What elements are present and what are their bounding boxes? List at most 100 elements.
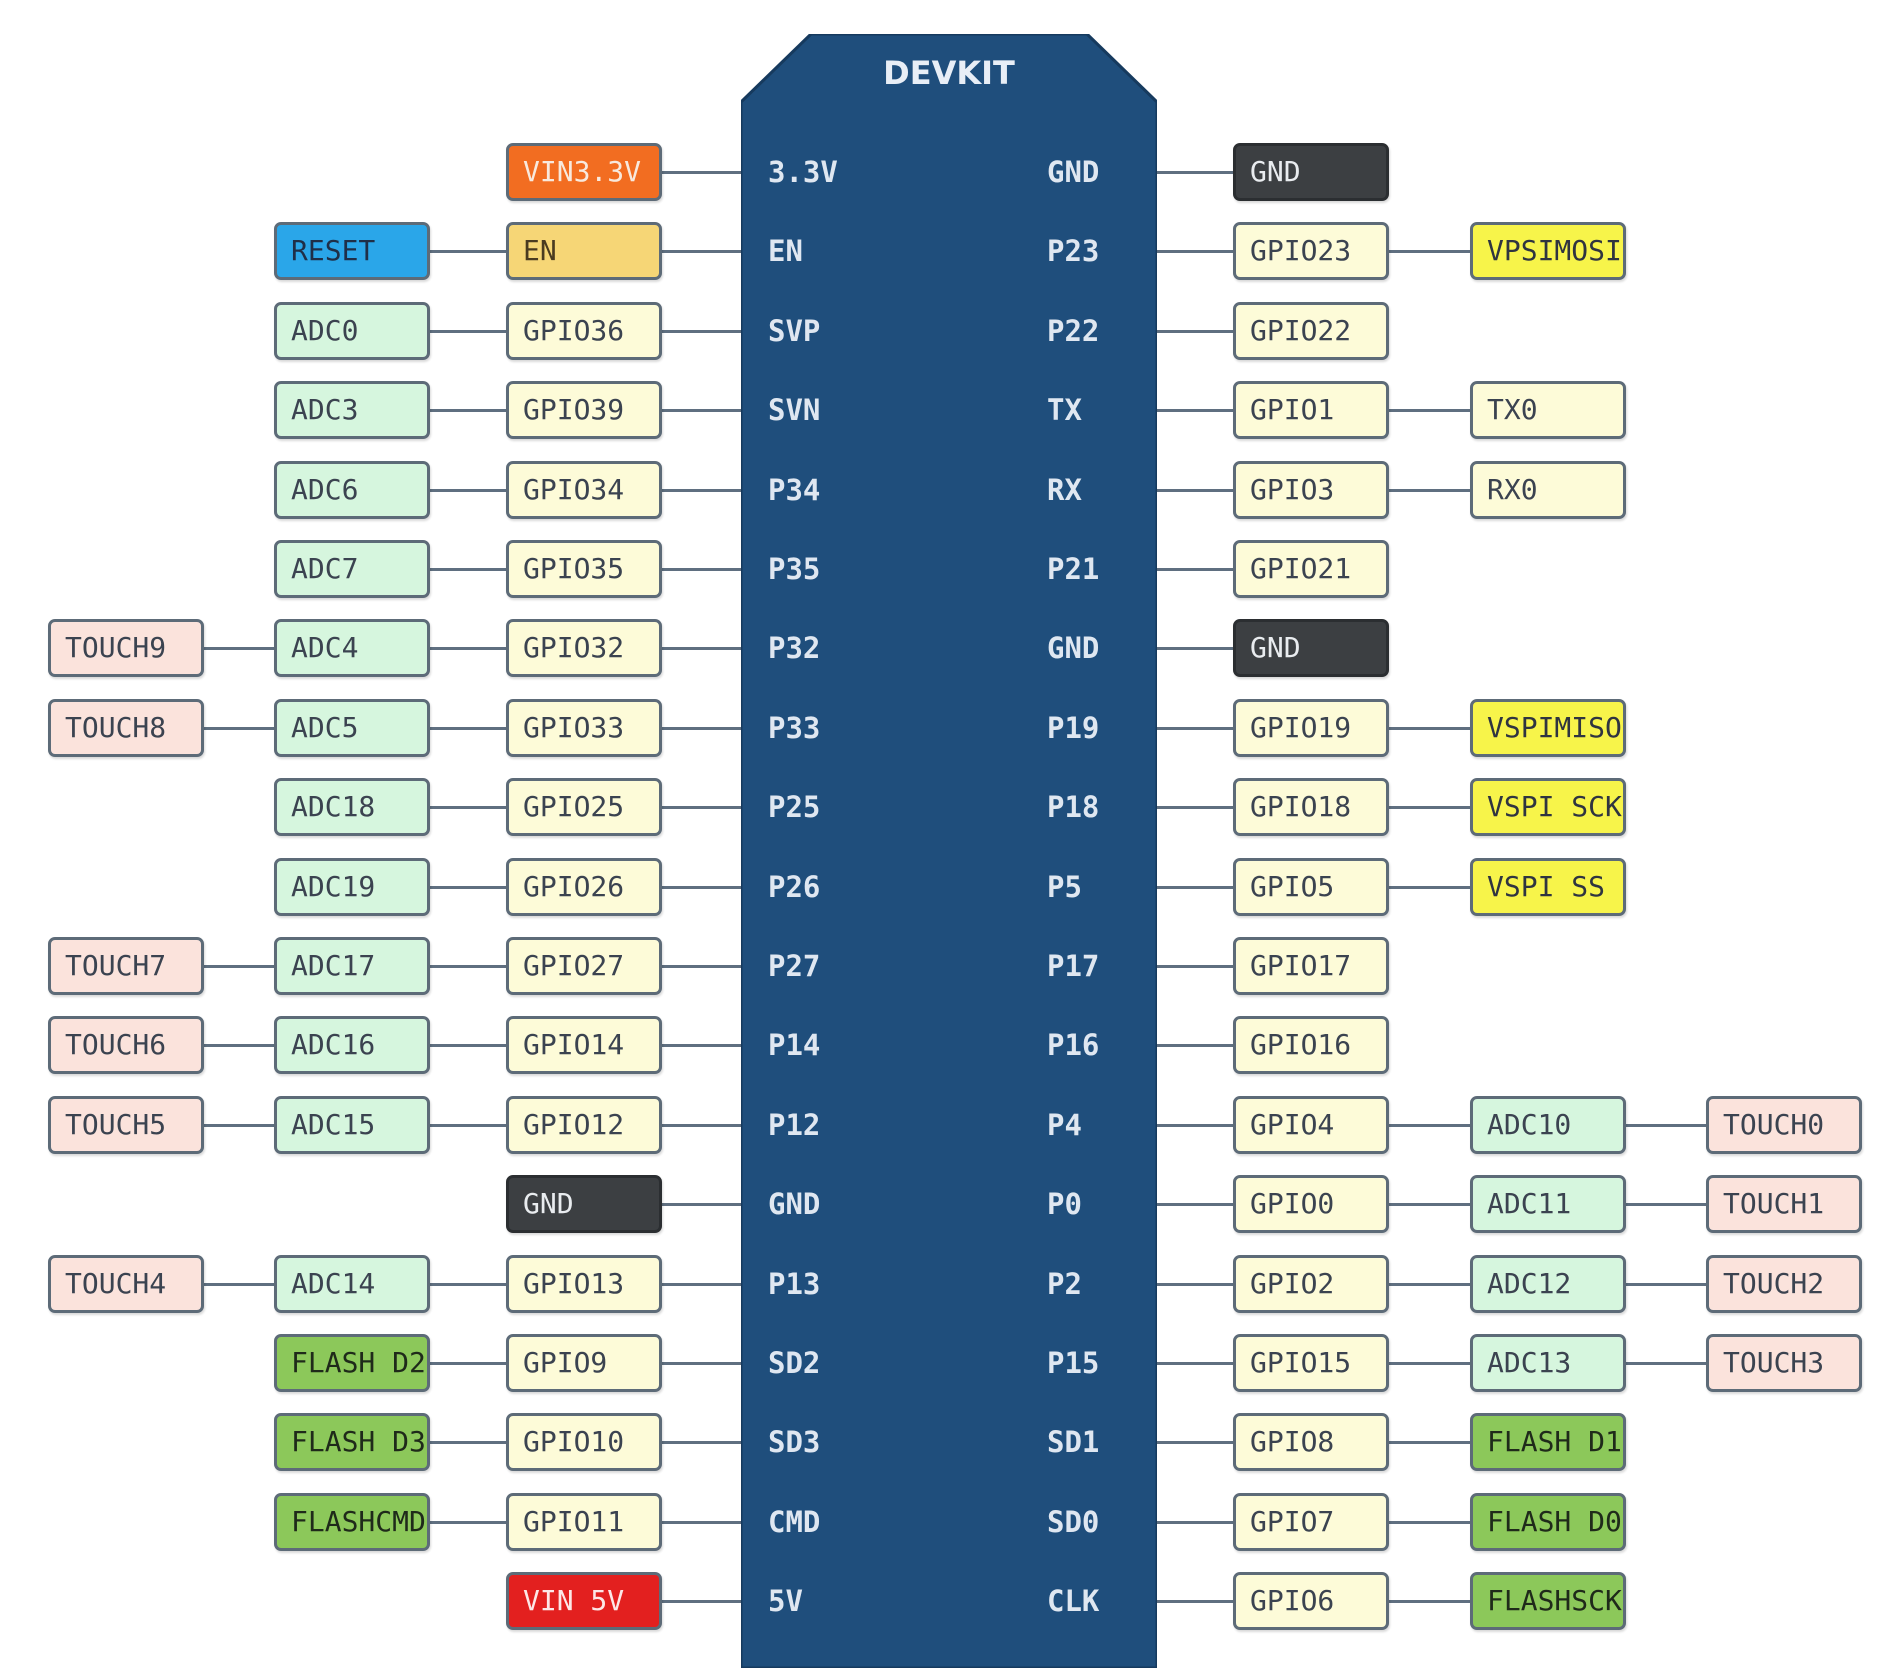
pin-label-adc14: ADC14 — [274, 1255, 430, 1313]
chip-pin-left-p13: P13 — [768, 1267, 821, 1301]
chip-pin-left-p12: P12 — [768, 1108, 821, 1142]
chip-pin-right-p5: P5 — [1047, 870, 1082, 904]
chip-pin-right-gnd: GND — [1047, 631, 1100, 665]
pin-label-gpio11: GPIO11 — [506, 1493, 662, 1551]
pin-label-gpio17: GPIO17 — [1233, 937, 1389, 995]
pin-label-gpio34: GPIO34 — [506, 461, 662, 519]
pin-label-gpio32: GPIO32 — [506, 619, 662, 677]
pin-label-touch2: TOUCH2 — [1706, 1255, 1862, 1313]
pin-label-touch8: TOUCH8 — [48, 699, 204, 757]
pin-label-gnd: GND — [506, 1175, 662, 1233]
chip-pin-right-p23: P23 — [1047, 234, 1100, 268]
pin-label-gpio12: GPIO12 — [506, 1096, 662, 1154]
pin-label-gpio19: GPIO19 — [1233, 699, 1389, 757]
devkit-board-body — [741, 34, 1157, 1668]
pin-label-adc16: ADC16 — [274, 1016, 430, 1074]
pin-label-adc0: ADC0 — [274, 302, 430, 360]
pin-label-reset: RESET — [274, 222, 430, 280]
pin-label-gpio27: GPIO27 — [506, 937, 662, 995]
chip-pin-left-p32: P32 — [768, 631, 821, 665]
pin-label-gnd: GND — [1233, 619, 1389, 677]
connector-line-right-6 — [1157, 647, 1233, 650]
pin-label-touch9: TOUCH9 — [48, 619, 204, 677]
connector-line-left-18 — [662, 1600, 741, 1603]
chip-pin-right-p21: P21 — [1047, 552, 1100, 586]
connector-line-left-0 — [662, 171, 741, 174]
pin-label-touch0: TOUCH0 — [1706, 1096, 1862, 1154]
chip-pin-right-sd0: SD0 — [1047, 1505, 1100, 1539]
pin-label-gpio16: GPIO16 — [1233, 1016, 1389, 1074]
pin-label-tx0: TX0 — [1470, 381, 1626, 439]
pin-label-gpio4: GPIO4 — [1233, 1096, 1389, 1154]
chip-pin-left-sd2: SD2 — [768, 1346, 821, 1380]
pin-label-gnd: GND — [1233, 143, 1389, 201]
pin-label-adc5: ADC5 — [274, 699, 430, 757]
chip-pin-left-svp: SVP — [768, 314, 821, 348]
chip-pin-left-svn: SVN — [768, 393, 821, 427]
chip-pin-right-sd1: SD1 — [1047, 1425, 1100, 1459]
pin-label-touch4: TOUCH4 — [48, 1255, 204, 1313]
pin-label-gpio8: GPIO8 — [1233, 1413, 1389, 1471]
pin-label-vpsimosi: VPSIMOSI — [1470, 222, 1626, 280]
chip-pin-right-p18: P18 — [1047, 790, 1100, 824]
pin-label-flashcmd: FLASHCMD — [274, 1493, 430, 1551]
connector-line-left-12 — [204, 1124, 741, 1127]
pin-label-gpio23: GPIO23 — [1233, 222, 1389, 280]
pin-label-adc17: ADC17 — [274, 937, 430, 995]
connector-line-right-15 — [1157, 1362, 1706, 1365]
chip-pin-left-p25: P25 — [768, 790, 821, 824]
pin-label-flash-d1: FLASH D1 — [1470, 1413, 1626, 1471]
pin-label-adc11: ADC11 — [1470, 1175, 1626, 1233]
pin-label-adc18: ADC18 — [274, 778, 430, 836]
chip-pin-left-p33: P33 — [768, 711, 821, 745]
chip-pin-right-p0: P0 — [1047, 1187, 1082, 1221]
chip-pin-left-p35: P35 — [768, 552, 821, 586]
pin-label-gpio21: GPIO21 — [1233, 540, 1389, 598]
chip-pin-right-clk: CLK — [1047, 1584, 1100, 1618]
connector-line-left-13 — [662, 1203, 741, 1206]
pin-label-gpio6: GPIO6 — [1233, 1572, 1389, 1630]
pin-label-gpio36: GPIO36 — [506, 302, 662, 360]
pin-label-gpio2: GPIO2 — [1233, 1255, 1389, 1313]
connector-line-left-11 — [204, 1044, 741, 1047]
pin-label-flash-d2: FLASH D2 — [274, 1334, 430, 1392]
pin-label-touch1: TOUCH1 — [1706, 1175, 1862, 1233]
chip-pin-left-cmd: CMD — [768, 1505, 821, 1539]
pin-label-gpio14: GPIO14 — [506, 1016, 662, 1074]
connector-line-right-11 — [1157, 1044, 1233, 1047]
connector-line-right-0 — [1157, 171, 1233, 174]
connector-line-right-5 — [1157, 568, 1233, 571]
pin-label-touch7: TOUCH7 — [48, 937, 204, 995]
pin-label-flash-d3: FLASH D3 — [274, 1413, 430, 1471]
pin-label-gpio18: GPIO18 — [1233, 778, 1389, 836]
pin-label-adc4: ADC4 — [274, 619, 430, 677]
chip-pin-left-5v: 5V — [768, 1584, 803, 1618]
pin-label-touch3: TOUCH3 — [1706, 1334, 1862, 1392]
chip-pin-left-p14: P14 — [768, 1028, 821, 1062]
pin-label-adc7: ADC7 — [274, 540, 430, 598]
pin-label-gpio35: GPIO35 — [506, 540, 662, 598]
chip-pin-right-p16: P16 — [1047, 1028, 1100, 1062]
pin-label-vspi-sck: VSPI SCK — [1470, 778, 1626, 836]
chip-pin-left-p27: P27 — [768, 949, 821, 983]
pin-label-vspi-ss: VSPI SS — [1470, 858, 1626, 916]
chip-pin-right-p2: P2 — [1047, 1267, 1082, 1301]
pin-label-en: EN — [506, 222, 662, 280]
pin-label-vspimiso: VSPIMISO — [1470, 699, 1626, 757]
chip-pin-right-p15: P15 — [1047, 1346, 1100, 1380]
chip-pin-left-gnd: GND — [768, 1187, 821, 1221]
connector-line-left-10 — [204, 965, 741, 968]
pin-label-touch6: TOUCH6 — [48, 1016, 204, 1074]
chip-pin-right-p19: P19 — [1047, 711, 1100, 745]
pin-label-vin-5v: VIN 5V — [506, 1572, 662, 1630]
pin-label-rx0: RX0 — [1470, 461, 1626, 519]
pin-label-gpio25: GPIO25 — [506, 778, 662, 836]
connector-line-right-10 — [1157, 965, 1233, 968]
connector-line-left-14 — [204, 1283, 741, 1286]
pin-label-gpio5: GPIO5 — [1233, 858, 1389, 916]
chip-pin-left-en: EN — [768, 234, 803, 268]
pin-label-adc15: ADC15 — [274, 1096, 430, 1154]
connector-line-right-12 — [1157, 1124, 1706, 1127]
connector-line-right-13 — [1157, 1203, 1706, 1206]
